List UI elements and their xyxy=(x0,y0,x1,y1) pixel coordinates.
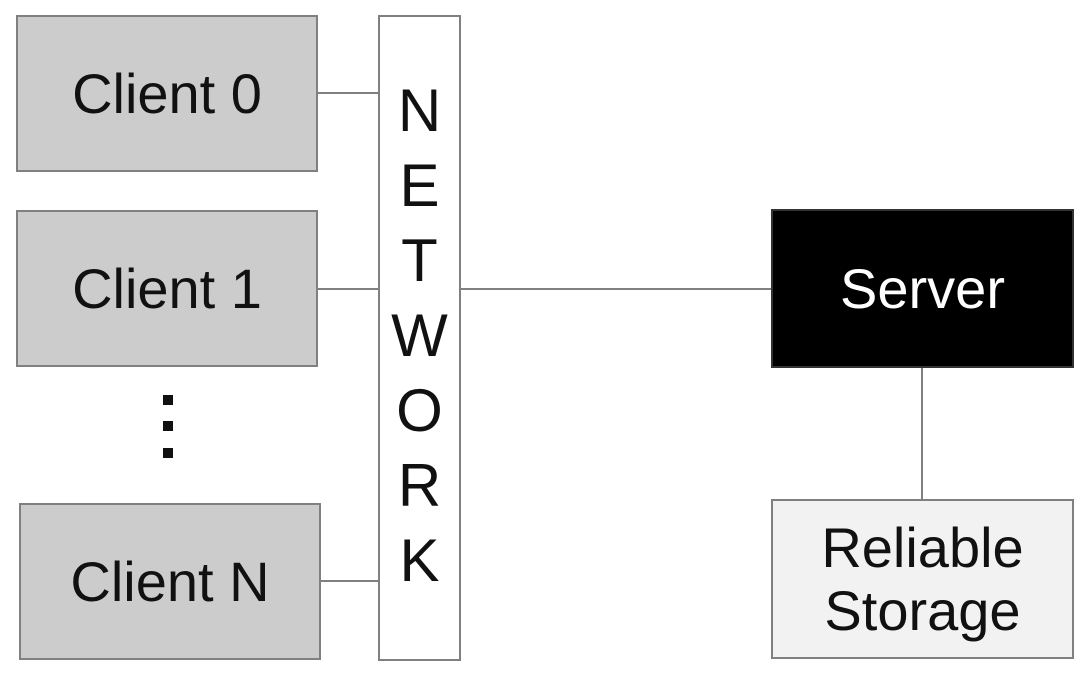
network-letter-t: T xyxy=(401,227,438,294)
network-letter-w: W xyxy=(391,302,448,369)
client-0-label: Client 0 xyxy=(72,62,262,125)
network-letter-n: N xyxy=(397,77,442,144)
network-letter-o: O xyxy=(396,377,443,444)
network-box: N E T W O R K xyxy=(378,15,461,661)
network-letter-e: E xyxy=(399,152,440,219)
storage-label-line-2: Storage xyxy=(824,579,1021,642)
client-1-box: Client 1 xyxy=(16,210,318,367)
ellipsis-dot-middle xyxy=(163,421,173,431)
ellipsis-dot-top xyxy=(163,395,173,405)
network-letter-r: R xyxy=(397,452,442,519)
server-box: Server xyxy=(771,209,1074,368)
storage-label-line-1: Reliable xyxy=(821,516,1024,579)
client-n-box: Client N xyxy=(19,503,321,660)
reliable-storage-box: Reliable Storage xyxy=(771,499,1074,659)
client-1-label: Client 1 xyxy=(72,257,262,320)
client-n-label: Client N xyxy=(70,550,270,613)
client-0-box: Client 0 xyxy=(16,15,318,172)
ellipsis-dot-bottom xyxy=(163,448,173,458)
server-label: Server xyxy=(840,257,1005,320)
vertical-ellipsis xyxy=(163,395,173,458)
network-letter-k: K xyxy=(399,527,440,594)
